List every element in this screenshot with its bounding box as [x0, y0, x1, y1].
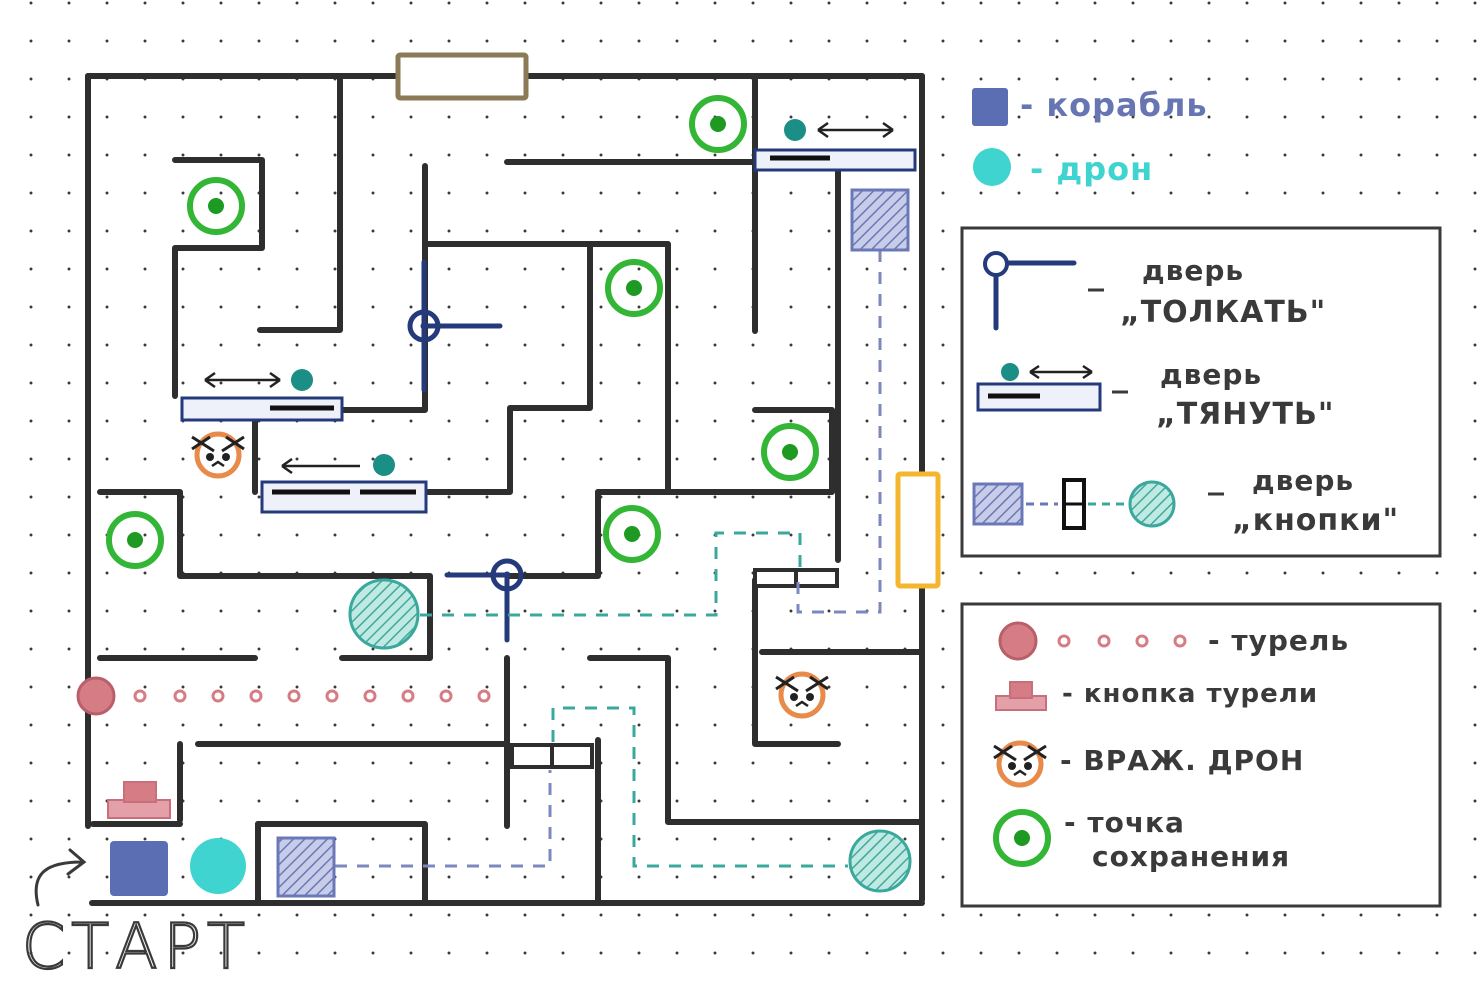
door-button-round[interactable]	[848, 829, 912, 893]
push-door-icon	[983, 251, 1104, 331]
enemy-drone-label: - ВРАЖ. ДРОН	[1060, 744, 1304, 777]
legend-drone-label: - дрон	[1030, 150, 1153, 188]
push-door[interactable]	[410, 259, 503, 393]
legend-doors: дверь „ТОЛКАТЬ" дверь „ТЯНУТЬ" дверь „кн…	[960, 226, 1442, 558]
maze-walls	[85, 73, 925, 906]
button-link-teal	[420, 531, 802, 617]
ship[interactable]	[110, 841, 168, 896]
pull-door-name: дверь	[1160, 358, 1262, 391]
button-link-teal	[551, 706, 848, 868]
start-arrow	[34, 848, 87, 907]
ship-icon	[972, 88, 1008, 126]
turret-button-label: - кнопка турели	[1062, 679, 1318, 709]
checkpoint-label-line2: сохранения	[1092, 840, 1290, 873]
turret-button-icon	[995, 681, 1047, 711]
enemy-drone[interactable]	[192, 434, 244, 476]
checkpoint[interactable]	[109, 514, 161, 566]
turret-label: - турель	[1208, 624, 1349, 657]
turret-beam	[133, 689, 491, 703]
checkpoint[interactable]	[190, 180, 242, 232]
button-door-segment[interactable]	[510, 743, 594, 769]
enemy-drone-icon	[994, 743, 1046, 785]
pull-door-icon	[976, 363, 1128, 412]
legend-hazards: - турель - кнопка турели - ВРАЖ. ДРОН - …	[960, 602, 1442, 908]
pull-door-value: „ТЯНУТЬ"	[1156, 397, 1334, 432]
turret[interactable]	[76, 676, 116, 716]
legend-top: - корабль - дрон	[972, 86, 1208, 188]
door-button-square[interactable]	[276, 836, 336, 898]
enemy-drone[interactable]	[776, 674, 828, 716]
button-link-lavender	[335, 770, 552, 868]
drone[interactable]	[190, 838, 246, 894]
button-door-icon	[972, 478, 1224, 530]
door-button-square[interactable]	[850, 188, 910, 252]
checkpoint[interactable]	[692, 98, 744, 150]
button-door-name: дверь	[1252, 464, 1354, 497]
push-door[interactable]	[444, 561, 521, 643]
pull-door[interactable]	[260, 454, 428, 514]
legend-ship-label: - корабль	[1020, 86, 1208, 124]
turret-button[interactable]	[107, 781, 171, 819]
push-door-value: „ТОЛКАТЬ"	[1120, 295, 1326, 330]
pull-door[interactable]	[753, 119, 917, 172]
pull-door[interactable]	[180, 369, 344, 422]
button-door-segment[interactable]	[753, 568, 839, 588]
checkpoint[interactable]	[606, 508, 658, 560]
turret-icon	[998, 621, 1187, 661]
start-label: СТАРТ	[22, 910, 251, 983]
push-door-name: дверь	[1142, 254, 1244, 287]
door-button-round[interactable]	[348, 578, 420, 650]
button-door-value: „кнопки"	[1232, 503, 1399, 538]
drone-icon	[973, 148, 1011, 186]
checkpoint[interactable]	[608, 262, 660, 314]
exit-top[interactable]	[395, 52, 529, 101]
button-link-lavender	[796, 250, 882, 614]
checkpoint[interactable]	[764, 426, 816, 478]
exit-right[interactable]	[895, 471, 941, 589]
checkpoint-label-line1: - точка	[1064, 806, 1185, 839]
